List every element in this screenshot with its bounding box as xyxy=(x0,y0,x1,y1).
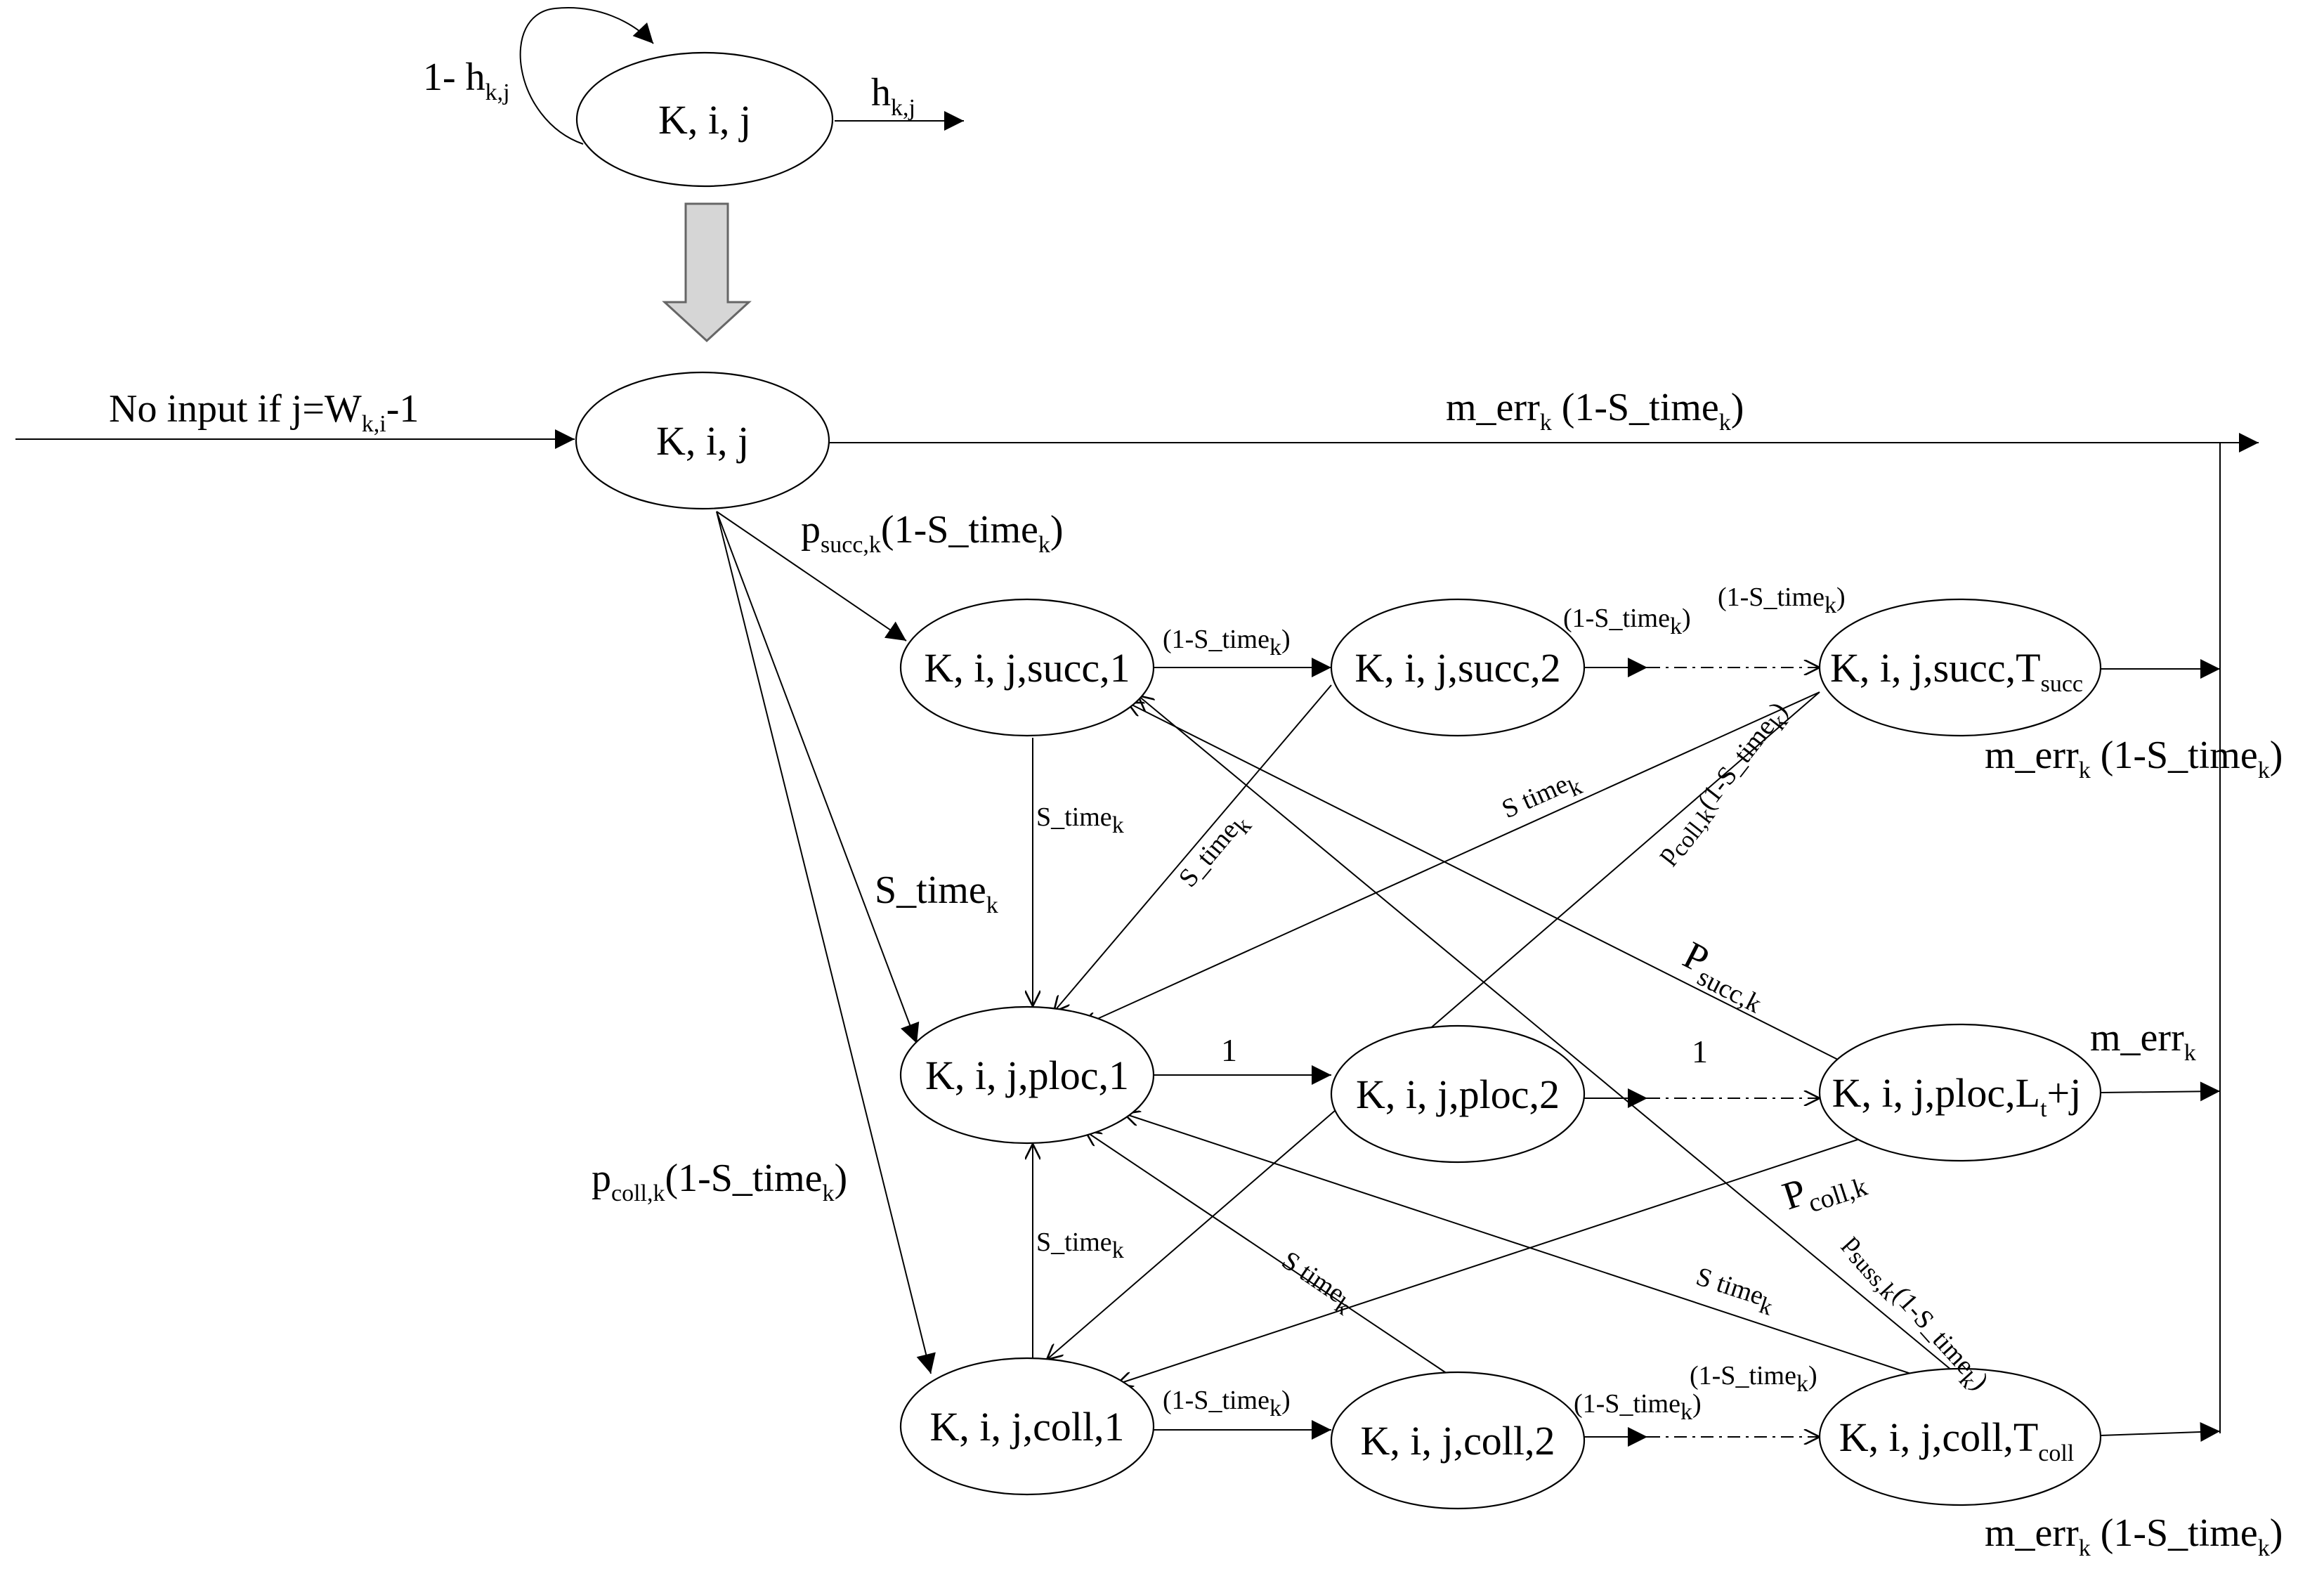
top-self-loop-label: 1- hk,j xyxy=(423,56,510,105)
coll1-label: K, i, j,coll,1 xyxy=(929,1404,1124,1450)
main-state-label: K, i, j xyxy=(656,418,749,464)
succ1-succ2-label: (1-S_timek) xyxy=(1163,625,1291,660)
ploc2-label: K, i, j,ploc,2 xyxy=(1356,1072,1560,1117)
succT-ploc1-label: S timek xyxy=(1498,764,1586,830)
p-succ-main-label: psucc,k(1-S_timek) xyxy=(801,508,1064,558)
main-to-coll1-edge xyxy=(716,511,936,1374)
coll1-node xyxy=(899,1357,1155,1496)
plocL-to-coll1-edge xyxy=(1117,1138,1862,1384)
coll2-to-ploc1-edge xyxy=(1085,1131,1448,1374)
top-state-node xyxy=(575,51,834,188)
ploc1-ploc2-label: 1 xyxy=(1221,1032,1237,1068)
succT-coll1-label: pcoll,k(1-S_timek) xyxy=(1650,696,1799,872)
coll2-node xyxy=(1330,1371,1586,1510)
main-to-ploc1-edge xyxy=(716,511,920,1044)
collT-to-ploc1-edge xyxy=(1124,1114,1933,1381)
succ1-label: K, i, j,succ,1 xyxy=(924,645,1130,691)
m-err-ploc-label: m_errk xyxy=(2090,1016,2196,1066)
top-self-loop-edge xyxy=(519,7,654,145)
p-coll-main-label: pcoll,k(1-S_timek) xyxy=(592,1157,847,1206)
ploc2-node xyxy=(1330,1024,1586,1164)
collT-to-succ1-edge xyxy=(1138,696,1961,1378)
m-err-top-label: m_errk (1-S_timek) xyxy=(1446,386,1744,436)
ploc1-label: K, i, j,ploc,1 xyxy=(925,1053,1129,1098)
collT-to-exit-edge xyxy=(2100,1421,2221,1442)
coll2-dash-label-b: (1-S_timek) xyxy=(1690,1361,1817,1397)
collT-ploc1-label: S timek xyxy=(1690,1262,1778,1321)
coll1-coll2-label: (1-S_timek) xyxy=(1163,1386,1291,1421)
expansion-arrow-icon xyxy=(662,202,752,343)
succ2-to-ploc1-edge xyxy=(1054,684,1332,1012)
succ2-dash-label-b: (1-S_timek) xyxy=(1718,582,1846,618)
plocL-label: K, i, j,ploc,Lt+j xyxy=(1832,1070,2082,1122)
collT-label: K, i, j,coll,Tcoll xyxy=(1839,1414,2075,1466)
coll2-label: K, i, j,coll,2 xyxy=(1360,1418,1555,1464)
succ2-label: K, i, j,succ,2 xyxy=(1354,645,1560,691)
m-err-coll-label: m_errk (1-S_timek) xyxy=(1985,1511,2283,1561)
succ2-ploc1-label: S_timek xyxy=(1173,807,1257,897)
plocL-to-exit-edge xyxy=(2100,1081,2221,1102)
main-state-node xyxy=(575,371,830,510)
top-state-label: K, i, j xyxy=(658,97,751,143)
main-to-succ1-edge xyxy=(716,511,907,642)
collT-node xyxy=(1818,1367,2102,1506)
top-exit-label: hk,j xyxy=(871,71,915,121)
succ1-ploc1-label: S_timek xyxy=(1036,802,1124,838)
succT-label: K, i, j,succ,Tsucc xyxy=(1830,645,2083,697)
ploc2-plocL-label: 1 xyxy=(1692,1034,1708,1069)
succ1-node xyxy=(899,598,1155,737)
input-label: No input if j=Wk,i-1 xyxy=(109,387,419,437)
succT-to-coll1-edge xyxy=(1047,691,1820,1360)
plocL-coll1-label: Pcoll,k xyxy=(1777,1152,1871,1225)
coll1-ploc1-label: S_timek xyxy=(1036,1227,1124,1263)
s-time-main-label: S_timek xyxy=(875,868,998,918)
succT-to-ploc1-edge xyxy=(1082,691,1820,1026)
coll2-ploc1-label: S timek xyxy=(1273,1246,1360,1321)
plocL-node xyxy=(1818,1023,2102,1162)
succ2-dash-label-a: (1-S_timek) xyxy=(1563,604,1691,639)
succT-node xyxy=(1818,598,2102,737)
ploc1-node xyxy=(899,1005,1155,1145)
coll2-dash-label-a: (1-S_timek) xyxy=(1574,1389,1702,1425)
plocL-to-succ1-edge xyxy=(1128,703,1841,1062)
m-err-succ-label: m_errk (1-S_timek) xyxy=(1985,734,2283,783)
plocL-succ1-label: Psucc,k xyxy=(1673,933,1776,1019)
succ2-node xyxy=(1330,598,1586,737)
